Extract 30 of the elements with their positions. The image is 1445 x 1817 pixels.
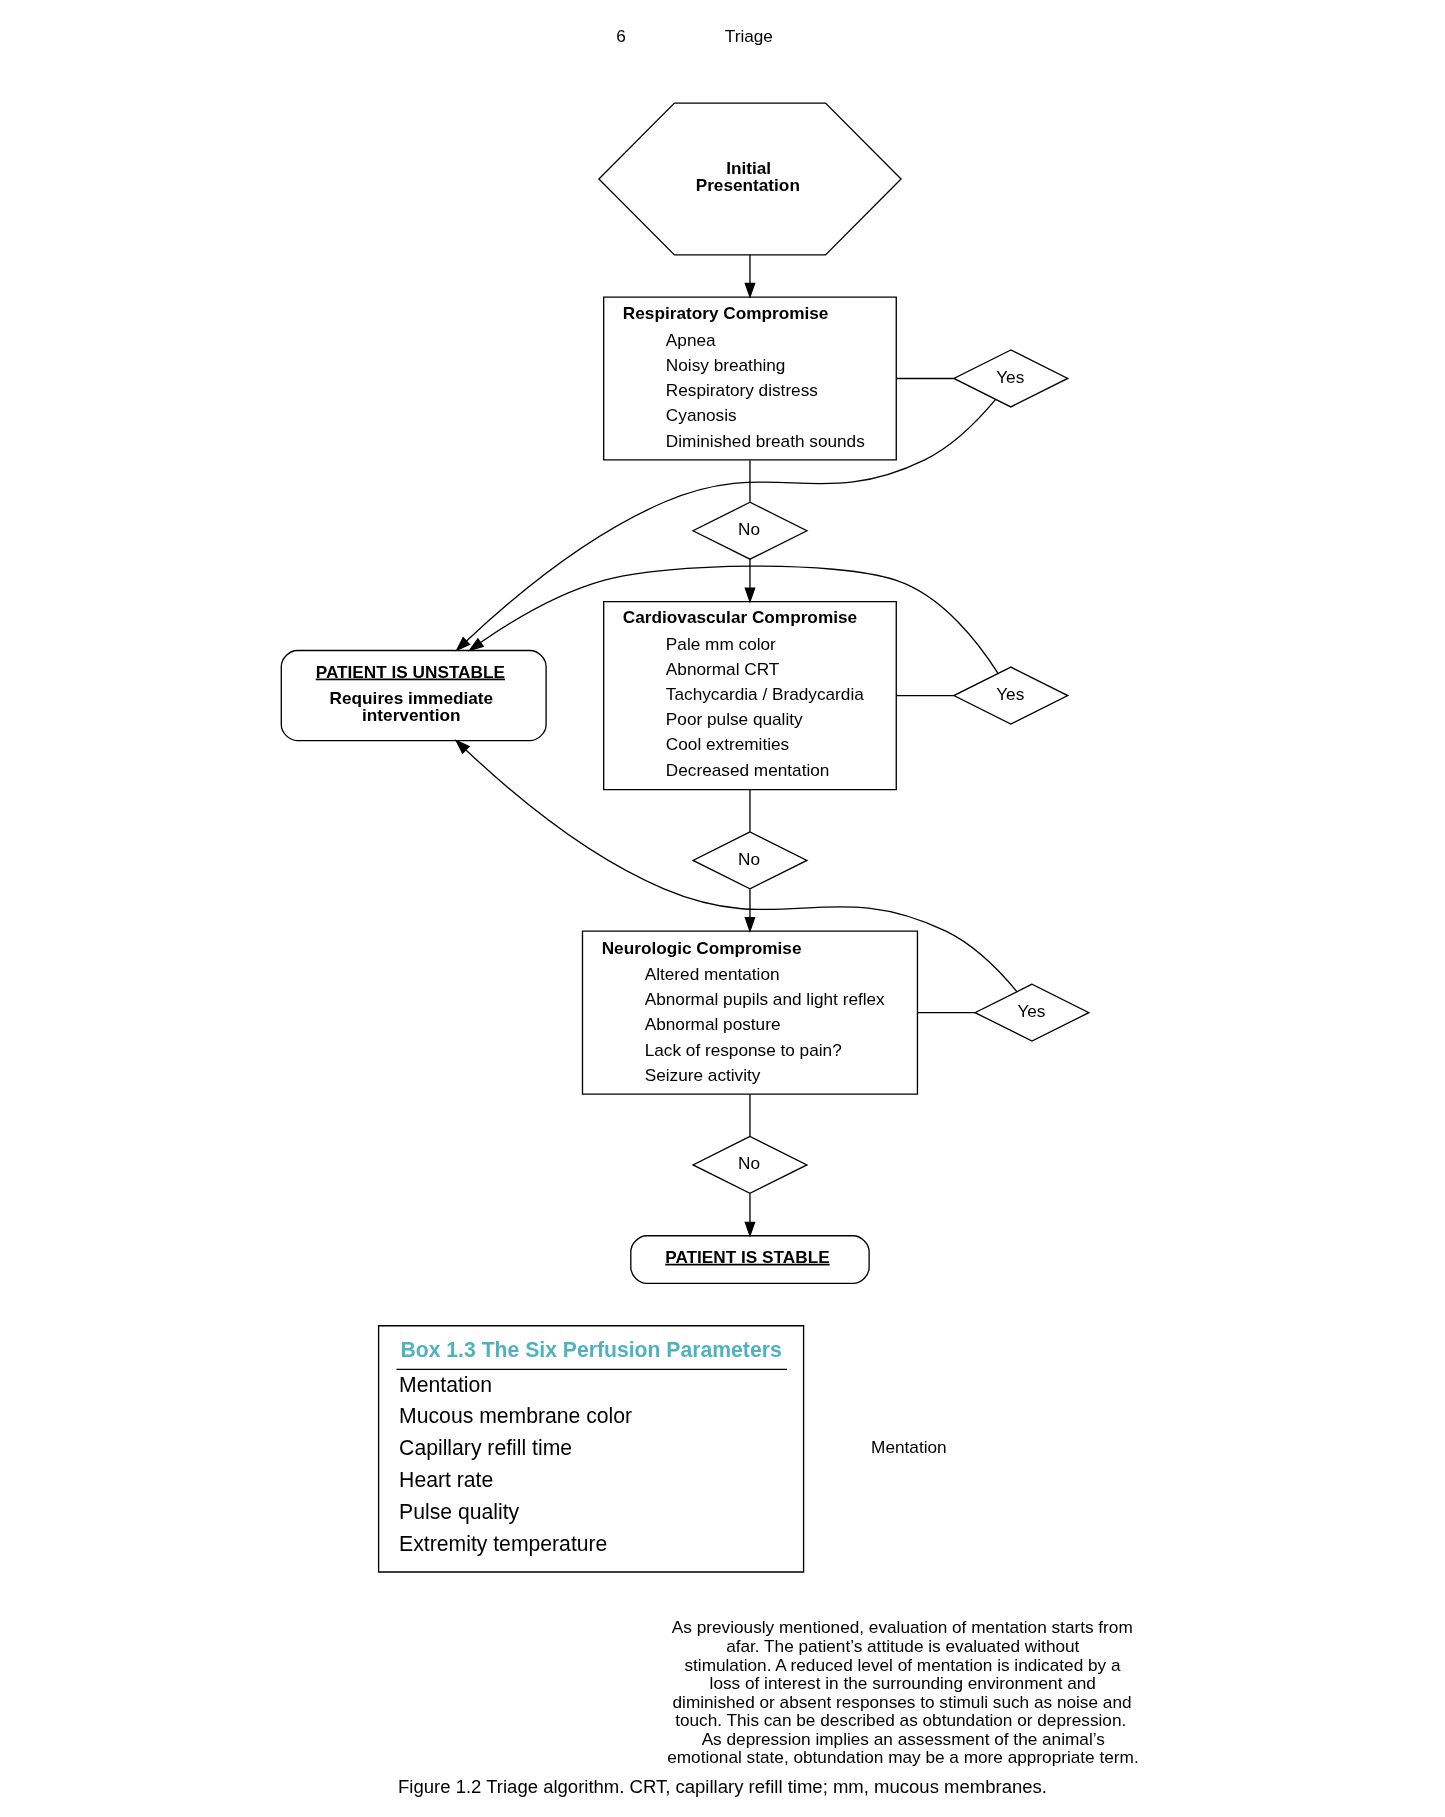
arrow: [455, 398, 997, 652]
arrow: [454, 739, 1018, 993]
node-diamond: No: [691, 831, 809, 890]
label: As previously mentioned, evaluation of mentation starts from afar. The patient’s attitude is evaluated without stimulation. A reduced level of mentation is indicated by a loss of interest in the surrounding environment and diminished or absent responses to stimuli such as noise and touch. This can be described as obtundation or depression. As depression implies an assessment of the animal’s emotional state, obtundation may be a more appropriate term.: [667, 1617, 1139, 1768]
node-diamond: Yes: [952, 666, 1070, 725]
node-box: PATIENT IS STABLE: [630, 1235, 870, 1285]
node-box: PATIENT IS UNSTABLE Requires immediate intervention: [280, 649, 547, 742]
node-diamond: Yes: [973, 983, 1091, 1042]
arrow: [744, 888, 756, 933]
connector: [749, 1093, 751, 1137]
node-diamond: Yes: [952, 349, 1070, 408]
node-diamond: No: [691, 501, 809, 560]
connector: [896, 694, 955, 697]
node-box: Cardiovascular Compromise Pale mm color Abnormal CRT Tachycardia / Bradycardia Poor pulse quality Cool extremities Decreased mentation: [603, 600, 897, 791]
node-box: Respiratory Compromise Apnea Noisy breathing Respiratory distress Cyanosis Diminished breath sounds: [603, 296, 897, 461]
connector: [917, 1011, 976, 1014]
arrow: [744, 1193, 756, 1238]
connector: [749, 789, 751, 833]
connector: [749, 459, 751, 503]
arrow: [744, 558, 756, 604]
node-diamond: No: [691, 1135, 809, 1195]
node-box: Box 1.3 The Six Perfusion Parameters Mentation Mucous membrane color Capillary refill time Heart rate Pulse quality Extremity temperature: [377, 1325, 805, 1573]
label: 6: [616, 25, 626, 46]
node-box: Neurologic Compromise Altered mentation Abnormal pupils and light reflex Abnormal posture Lack of response to pain? Seizure activity: [581, 930, 919, 1095]
label: Triage: [724, 25, 773, 46]
label: Mentation: [871, 1437, 947, 1458]
caption: Figure 1.2 Triage algorithm. CRT, capillary refill time; mm, mucous membranes.: [398, 1776, 1047, 1798]
connector: [896, 377, 955, 380]
arrow: [744, 254, 756, 299]
arrow: [468, 565, 999, 675]
